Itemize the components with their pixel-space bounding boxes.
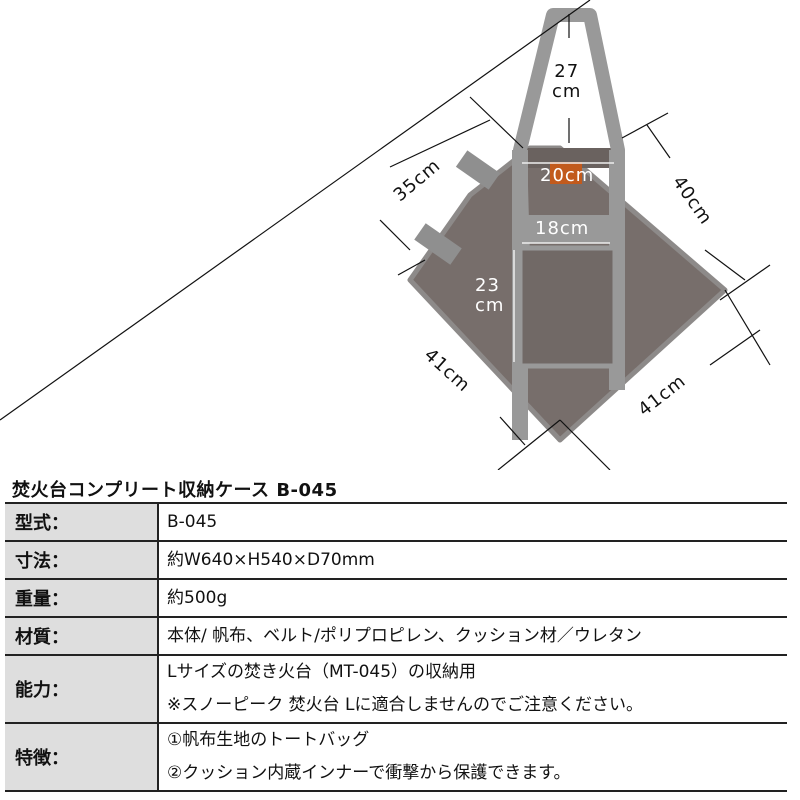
spec-row-features: 特徴： ①帆布生地のトートバッグ ②クッション内蔵インナーで衝撃から保護できます… [5,722,787,792]
spec-value-line: 本体/ 帆布、ベルト/ポリプロピレン、クッション材／ウレタン [167,625,642,646]
spec-label: 能力： [5,654,159,724]
pocket-height-value: 23 [475,275,500,296]
spec-row-material: 材質： 本体/ 帆布、ベルト/ポリプロピレン、クッション材／ウレタン [5,616,787,656]
spec-value-line: 約W640×H540×D70mm [167,549,375,570]
pocket-width-label: 18cm [535,218,590,239]
spec-value-line: ②クッション内蔵インナーで衝撃から保護できます。 [167,763,571,783]
spec-table: 型式： B-045 寸法： 約W640×H540×D70mm 重量： 約500g… [5,502,787,792]
spec-label: 重量： [5,578,159,618]
spec-value-line: 約500g [167,587,228,608]
spec-row-model: 型式： B-045 [5,502,787,542]
spec-value-line: ※スノーピーク 焚火台 Lに適合しませんのでご注意ください。 [167,695,644,715]
spec-row-capacity: 能力： Lサイズの焚き火台（MT-045）の収納用 ※スノーピーク 焚火台 Lに… [5,654,787,724]
pocket-height-label: 23 cm [475,276,504,316]
spec-value: 約500g [158,578,787,618]
spec-value: 本体/ 帆布、ベルト/ポリプロピレン、クッション材／ウレタン [158,616,787,656]
spec-label: 特徴： [5,722,159,792]
spec-value: ①帆布生地のトートバッグ ②クッション内蔵インナーで衝撃から保護できます。 [158,722,787,792]
spec-value: Lサイズの焚き火台（MT-045）の収納用 ※スノーピーク 焚火台 Lに適合しま… [158,654,787,724]
spec-label: 材質： [5,616,159,656]
handle-height-label: 27 cm [552,62,581,102]
spec-row-size: 寸法： 約W640×H540×D70mm [5,540,787,580]
tote-bag-illustration [0,0,771,471]
spec-row-weight: 重量： 約500g [5,578,787,618]
spec-value: 約W640×H540×D70mm [158,540,787,580]
spec-value-line: Lサイズの焚き火台（MT-045）の収納用 [167,662,477,682]
spec-label: 寸法： [5,540,159,580]
product-figure: 27 cm 20cm 35cm 40cm 18cm 23 cm 41cm 41c… [0,0,771,471]
spec-value-line: B-045 [167,511,218,532]
spec-label: 型式： [5,502,159,542]
spec-value-line: ①帆布生地のトートバッグ [167,730,370,750]
pocket-height-unit: cm [475,295,505,316]
handle-height-unit: cm [552,81,582,102]
handle-height-value: 27 [554,61,580,82]
product-title: 焚火台コンプリート収納ケース B-045 [12,480,338,501]
spec-value: B-045 [158,502,787,542]
top-width-label: 20cm [540,165,595,186]
